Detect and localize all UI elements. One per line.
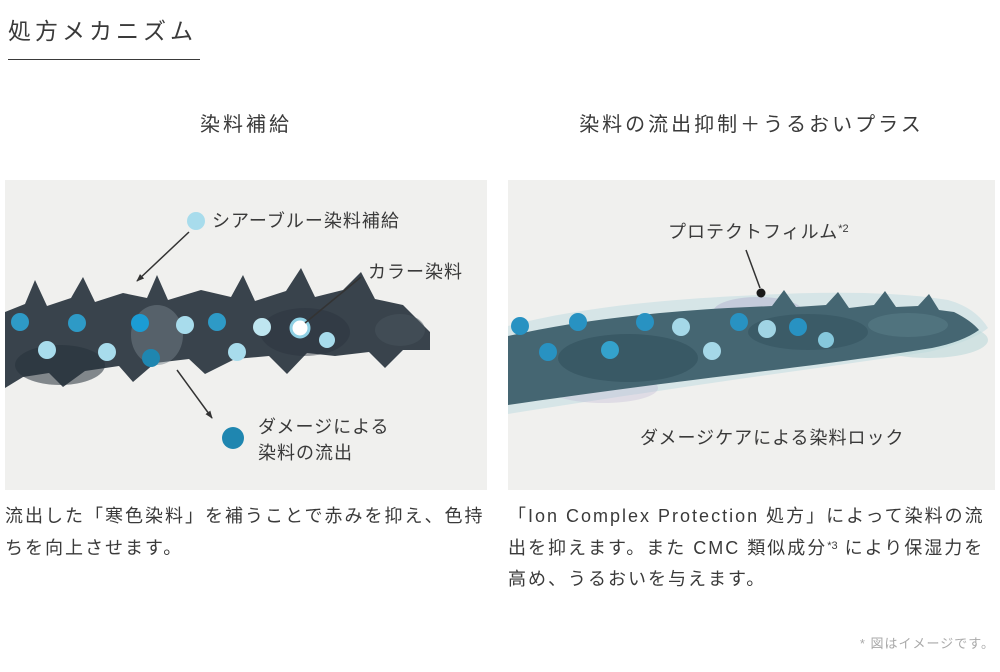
left-illustration-panel: シアーブルー染料補給 カラー染料 ダメージによる 染料の流出 — [5, 180, 487, 490]
sheer-blue-dot — [187, 212, 205, 230]
label-dye-lock: ダメージケアによる染料ロック — [640, 428, 905, 448]
outflow-dye-dot — [222, 427, 244, 449]
label-color-dye: カラー染料 — [368, 262, 463, 282]
left-caption: 流出した「寒色染料」を補うことで赤みを抑え、色持ちを向上させます。 — [5, 506, 485, 558]
right-caption-part2: により保湿力を高め、うるおいを与えます。 — [508, 537, 985, 590]
right-hair-illustration — [508, 249, 988, 414]
dye-dots-right — [511, 313, 834, 361]
right-caption-part1: 「Ion Complex Protection 処方」によって染料の流出を抑えま… — [508, 506, 985, 558]
film-point-dot — [756, 288, 766, 298]
label-damage-outflow-line1: ダメージによる — [258, 417, 390, 437]
label-sheer-blue-supply: シアーブルー染料補給 — [212, 211, 400, 231]
footnote: * 図はイメージです。 — [859, 636, 995, 651]
title-underline — [8, 59, 200, 60]
arrow-supply — [136, 231, 190, 282]
left-hair-illustration — [5, 212, 430, 449]
left-section-title: 染料補給 — [200, 114, 292, 136]
page-title: 処方メカニズム — [8, 18, 197, 44]
connector-color-dye — [304, 276, 362, 324]
label-protect-film-sup: *2 — [838, 223, 849, 235]
connector-protect-film — [745, 249, 761, 289]
label-protect-film: プロテクトフィルム*2 — [668, 220, 849, 245]
right-section-title: 染料の流出抑制＋うるおいプラス — [579, 114, 924, 136]
right-caption-sup: *3 — [827, 539, 838, 552]
dye-dots-left — [11, 313, 335, 367]
right-caption: 「Ion Complex Protection 処方」によって染料の流出を抑えま… — [508, 501, 998, 596]
right-illustration-panel: プロテクトフィルム*2 ダメージケアによる染料ロック — [508, 180, 995, 490]
arrow-outflow — [176, 369, 213, 419]
label-damage-outflow-line2: 染料の流出 — [258, 443, 353, 463]
hair-strand-protected — [508, 290, 979, 405]
label-protect-film-text: プロテクトフィルム — [668, 222, 839, 242]
